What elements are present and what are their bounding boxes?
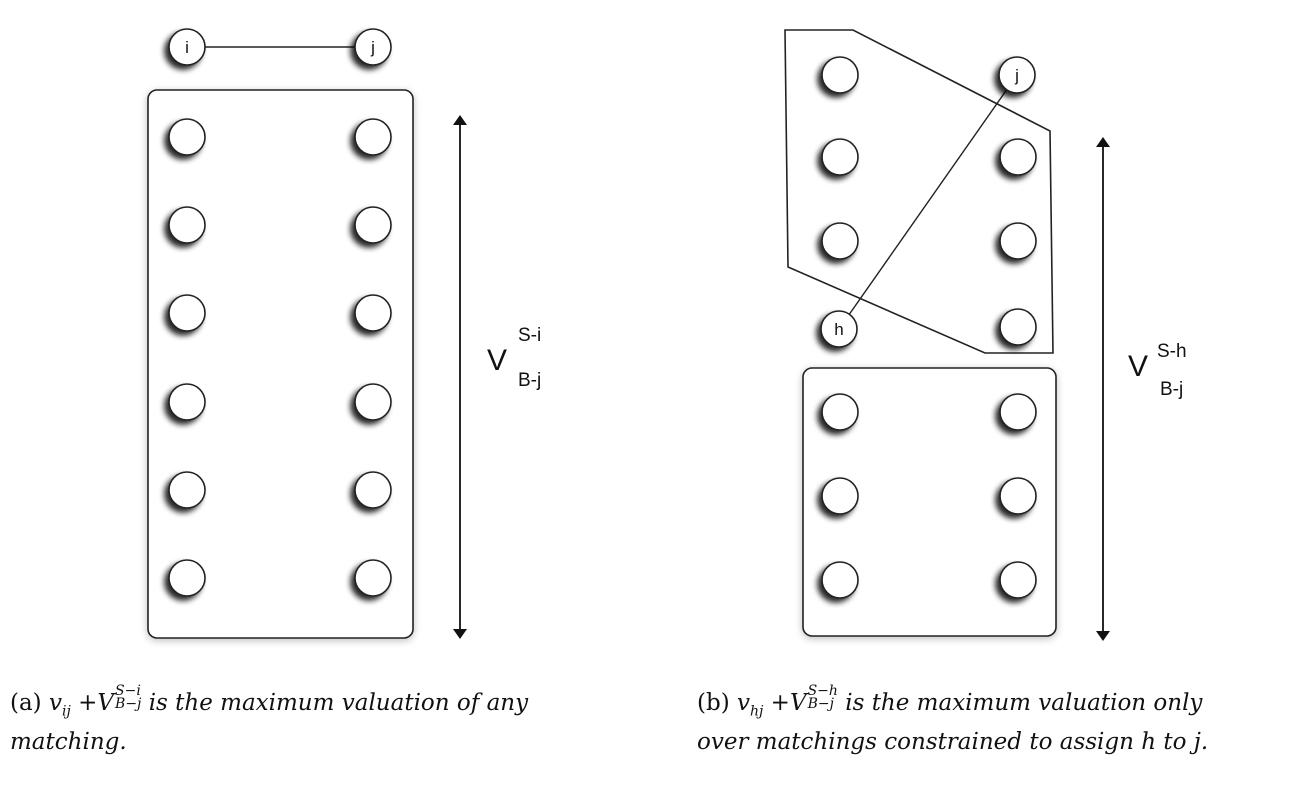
left-node-a-1 <box>168 118 206 156</box>
node-j-b: j <box>998 56 1036 94</box>
caption-b-V: V <box>789 690 807 716</box>
left-node-b-2 <box>821 138 859 176</box>
caption-b-tag: (b) <box>697 690 730 716</box>
matching-box-a <box>147 89 414 639</box>
panel-b: j h V S-h B-j <box>784 29 1187 641</box>
right-node-a-5 <box>354 471 392 509</box>
left-node-b-3 <box>821 222 859 260</box>
caption-b-term: v <box>736 690 750 716</box>
caption-a-rest: is the maximum valuation of any <box>148 690 529 716</box>
right-node-a-3 <box>354 294 392 332</box>
value-label-b: V S-h B-j <box>1128 341 1187 400</box>
left-node-b-1 <box>821 56 859 94</box>
left-node-a-5 <box>168 471 206 509</box>
value-label-b-sub: B-j <box>1160 379 1183 400</box>
right-node-b-2 <box>999 222 1037 260</box>
caption-a-plus: + <box>78 690 98 716</box>
box-right-node-b-3 <box>999 561 1037 599</box>
value-label-a-sup: S-i <box>518 325 541 346</box>
right-node-a-1 <box>354 118 392 156</box>
left-node-a-2 <box>168 206 206 244</box>
matching-box-b <box>802 367 1057 637</box>
node-h: h <box>820 310 858 348</box>
caption-b-line2: over matchings constrained to assign h t… <box>697 728 1209 755</box>
value-label-a-sub: B-j <box>518 370 541 391</box>
left-node-a-6 <box>168 559 206 597</box>
box-left-node-b-3 <box>821 561 859 599</box>
caption-b-term-sub: hj <box>749 703 764 720</box>
caption-b-plus: + <box>770 690 790 716</box>
left-node-a-4 <box>168 383 206 421</box>
edge-h-j <box>838 74 1018 330</box>
node-j-label: j <box>370 38 375 57</box>
node-j: j <box>354 28 392 66</box>
caption-b-V-sup: S−h <box>807 683 838 699</box>
box-left-node-b-2 <box>821 477 859 515</box>
caption-a-term: v <box>48 690 62 716</box>
caption-a-V: V <box>97 690 115 716</box>
box-left-node-b-1 <box>821 393 859 431</box>
caption-b-rest: is the maximum valuation only <box>845 690 1203 716</box>
value-label-b-sup: S-h <box>1157 341 1187 362</box>
right-node-a-6 <box>354 559 392 597</box>
value-label-b-main: V <box>1128 350 1148 383</box>
left-node-a-3 <box>168 294 206 332</box>
node-h-label: h <box>834 320 843 339</box>
caption-a-tag: (a) <box>10 690 42 716</box>
caption-a-V-sub: B−j <box>115 696 142 712</box>
box-right-node-b-1 <box>999 393 1037 431</box>
node-i: i <box>168 28 206 66</box>
panel-a: i j V S-i B-j <box>147 28 541 639</box>
caption-b-V-sub: B−j <box>807 696 834 712</box>
box-right-node-b-2 <box>999 477 1037 515</box>
constraint-region-b <box>784 29 1054 354</box>
right-node-b-3 <box>999 308 1037 346</box>
node-grid-a <box>168 118 392 597</box>
caption-a-line2: matching. <box>10 728 127 755</box>
right-node-a-2 <box>354 206 392 244</box>
node-j-b-label: j <box>1014 66 1019 85</box>
right-node-b-1 <box>999 138 1037 176</box>
right-node-a-4 <box>354 383 392 421</box>
caption-a-V-sup: S−i <box>115 683 141 699</box>
node-i-label: i <box>185 38 189 57</box>
node-grid-b <box>821 56 1037 599</box>
value-label-a: V S-i B-j <box>487 325 541 391</box>
value-label-a-main: V <box>487 344 507 377</box>
caption-a-term-sub: ij <box>61 703 71 720</box>
